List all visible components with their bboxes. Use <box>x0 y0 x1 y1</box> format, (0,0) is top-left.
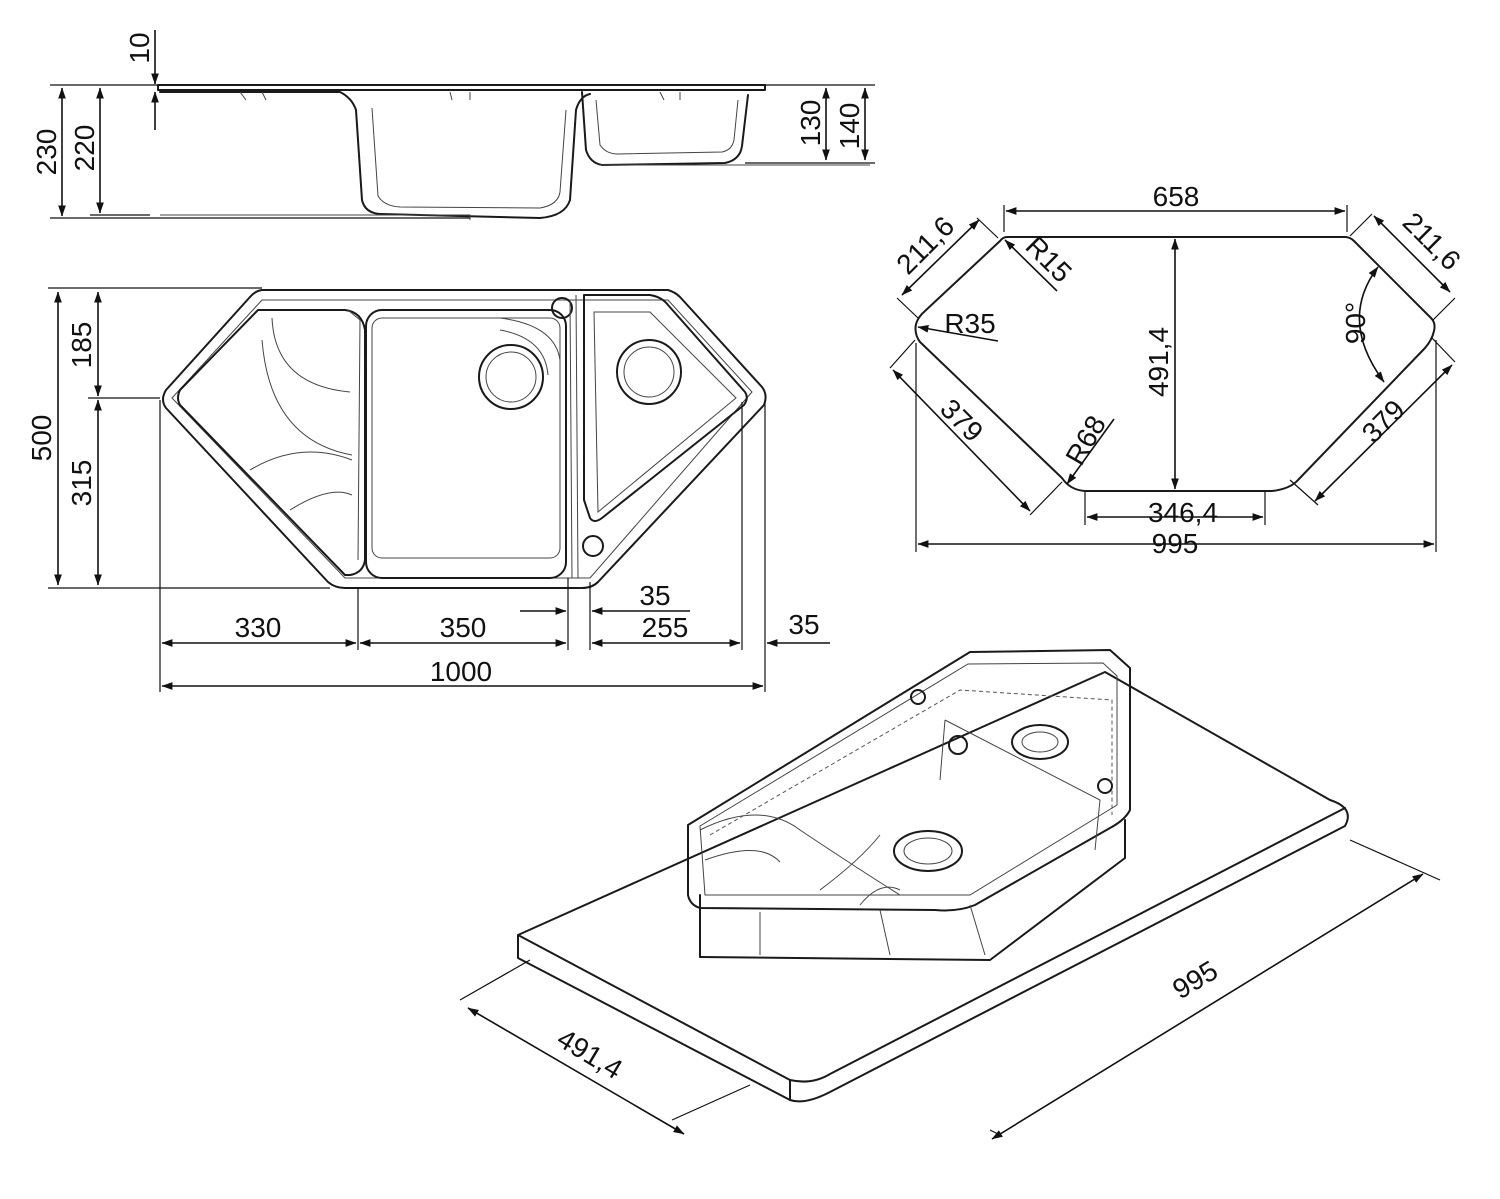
dim-chamfer-right-label: 211,6 <box>1397 206 1467 276</box>
cutout-outline <box>914 236 1436 492</box>
dim-small-bowl-inner-label: 130 <box>795 100 826 147</box>
iso-dim-depth-label: 491,4 <box>552 1023 628 1086</box>
dim-overall-width-label: 995 <box>1152 528 1199 559</box>
cutout-template: 658 211,6 211,6 R15 R35 R68 491,4 379 37… <box>889 181 1467 559</box>
iso-dim-length-label: 995 <box>1167 955 1223 1006</box>
top-view-dimensions: 500 185 315 330 350 35 255 35 1000 <box>26 287 830 692</box>
dim-rim-thickness-label: 10 <box>124 32 155 63</box>
dim-chamfer-left-label: 211,6 <box>890 210 960 280</box>
radius-bottom-corner-label: R68 <box>1060 410 1113 470</box>
radius-side-corner-label: R35 <box>944 308 995 339</box>
radius-top-corner-label: R15 <box>1020 230 1078 288</box>
dim-overall-depth-label: 500 <box>26 415 57 462</box>
dim-bottom-edge-label: 346,4 <box>1148 497 1218 528</box>
dim-top-edge-label: 658 <box>1153 181 1200 212</box>
top-view-outline <box>162 289 767 589</box>
dim-total-height-label: 230 <box>31 129 62 176</box>
dim-main-bowl-width-label: 350 <box>440 612 487 643</box>
side-view-outline <box>157 84 870 220</box>
dim-height-label: 491,4 <box>1143 327 1174 397</box>
countertop <box>517 671 1349 1103</box>
dim-lower-depth-label: 315 <box>66 460 97 507</box>
dim-small-bowl-total-label: 140 <box>834 103 865 150</box>
side-view: 230 220 10 130 140 <box>31 30 875 220</box>
isometric-sink <box>687 649 1131 961</box>
dim-bowl-height-label: 220 <box>69 125 100 172</box>
top-view: 500 185 315 330 350 35 255 35 1000 <box>26 287 830 692</box>
dim-upper-depth-label: 185 <box>66 322 97 369</box>
angle-label: 90° <box>1340 302 1371 344</box>
dim-diagonal-right-label: 379 <box>1356 394 1411 449</box>
dim-right-margin-label: 35 <box>788 609 819 640</box>
isometric-view: 491,4 995 <box>459 649 1441 1140</box>
isometric-dimensions: 491,4 995 <box>459 839 1441 1140</box>
dim-gap-label: 35 <box>639 580 670 611</box>
side-view-dimensions: 230 220 10 130 140 <box>31 30 875 219</box>
dim-drainer-width-label: 330 <box>235 612 282 643</box>
dim-small-bowl-width-label: 255 <box>642 612 689 643</box>
dim-overall-width-label: 1000 <box>430 656 492 687</box>
